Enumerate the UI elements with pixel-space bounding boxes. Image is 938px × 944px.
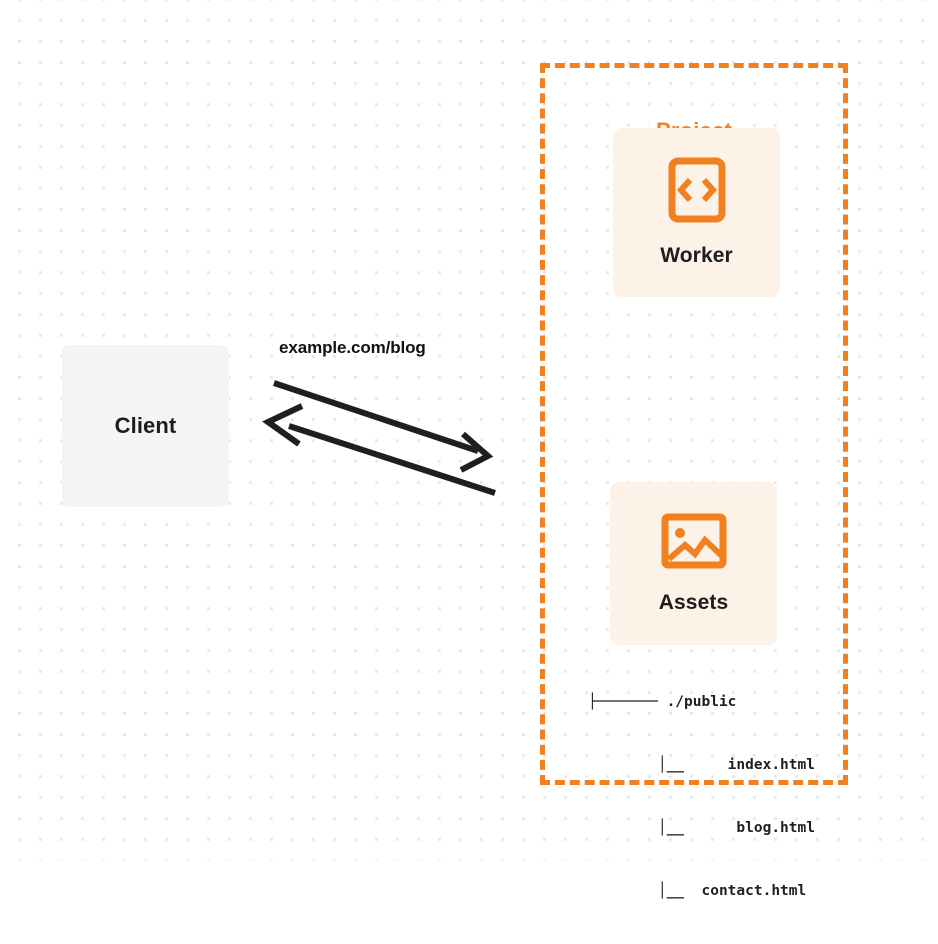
file-tree-line-blog: │__ blog.html: [588, 820, 815, 836]
worker-card[interactable]: Worker: [613, 128, 780, 297]
request-arrow: [273, 380, 494, 473]
code-brackets-icon: [668, 157, 726, 228]
file-tree-line-root: ├─────── ./public: [588, 694, 737, 710]
assets-card[interactable]: Assets: [610, 482, 777, 645]
connection-url-label: example.com/blog: [279, 338, 426, 357]
client-node: Client: [62, 345, 229, 507]
image-icon: [661, 512, 727, 575]
diagram-canvas: Client example.com/blog Project Worker: [0, 0, 938, 899]
file-tree-line-index: │__ index.html: [588, 757, 815, 773]
assets-card-label: Assets: [658, 591, 729, 614]
response-arrow: [262, 403, 496, 496]
client-node-label: Client: [114, 413, 177, 438]
file-tree-line-contact: │__ contact.html: [588, 883, 807, 899]
worker-card-label: Worker: [660, 244, 733, 267]
assets-file-tree: ├─────── ./public │__ index.html │__ blo…: [588, 650, 815, 944]
